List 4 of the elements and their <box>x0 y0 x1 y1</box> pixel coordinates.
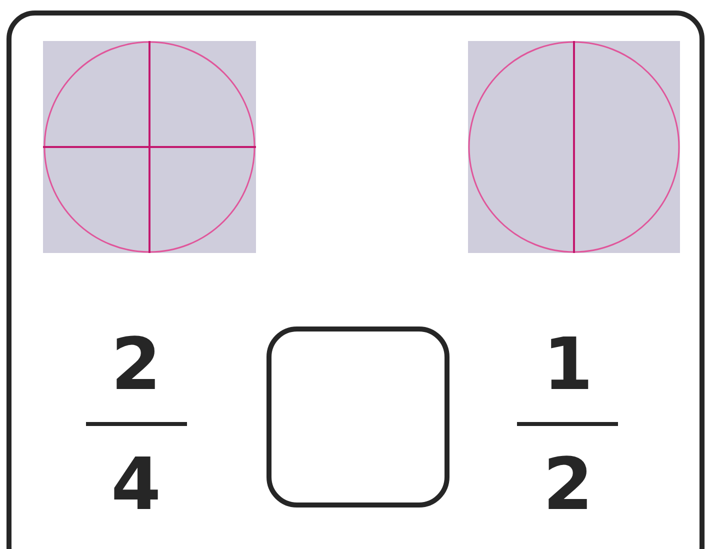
numerator: 2 <box>110 328 162 400</box>
denominator: 2 <box>542 448 594 520</box>
denominator: 4 <box>110 448 162 520</box>
numerator: 1 <box>542 328 594 400</box>
